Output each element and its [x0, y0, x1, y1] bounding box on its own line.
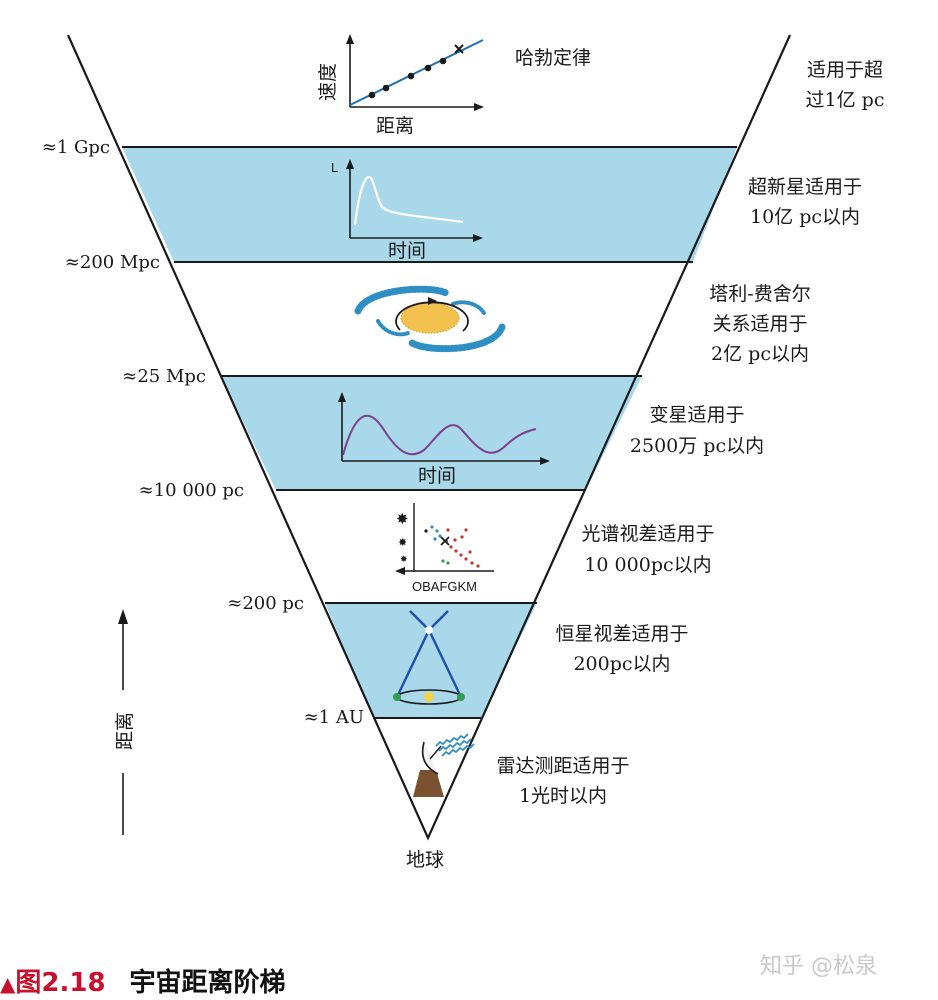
- stellar-parallax-diagram: [393, 610, 465, 705]
- variable-star-curve-plot: 时间: [338, 392, 550, 487]
- star-icon-small: ✸: [400, 555, 408, 565]
- band-supernova: [122, 147, 737, 262]
- supernova-ylabel: L: [331, 160, 338, 175]
- boundary-label-200mpc: ≈200 Mpc: [65, 252, 160, 273]
- earth-label: 地球: [406, 849, 444, 871]
- radar-dish-icon: [413, 733, 475, 797]
- method-variable-line-1: 变星适用于: [649, 404, 744, 426]
- earth-position-left: [393, 693, 401, 701]
- boundary-label-10000pc: ≈10 000 pc: [139, 480, 244, 501]
- method-label-variable-stars: 变星适用于 2500万 pc以内: [630, 404, 764, 457]
- star-icon-large: ✸: [396, 510, 409, 528]
- supernova-light-curve: L 时间: [331, 159, 483, 262]
- boundary-label-1gpc: ≈1 Gpc: [42, 137, 110, 158]
- hubble-xlabel: 距离: [376, 115, 414, 137]
- main-sequence-dots: [424, 525, 480, 568]
- method-radar-line-2: 1光时以内: [519, 785, 607, 807]
- method-hubble-line-2: 过1亿 pc: [806, 89, 885, 111]
- figure-caption: ▲图2.18 宇宙距离阶梯: [0, 962, 286, 999]
- hubble-point: [407, 72, 415, 80]
- method-supernova-line-1: 超新星适用于: [748, 176, 862, 198]
- ladder-funnel-outline: [66, 34, 792, 841]
- method-radar-line-1: 雷达测距适用于: [496, 755, 629, 777]
- method-stellar-line-2: 200pc以内: [573, 653, 670, 675]
- caption-title: 宇宙距离阶梯: [129, 968, 286, 998]
- radar-base: [413, 770, 444, 797]
- method-tully-fisher-line-1: 塔利-费舍尔: [709, 283, 810, 305]
- hubble-cross-marker: [454, 44, 464, 54]
- hr-cross-marker: [440, 536, 450, 546]
- supernova-curve: [353, 175, 464, 226]
- hubble-law-plot: 速度 距离 哈勃定律: [317, 34, 591, 137]
- method-supernova-line-2: 10亿 pc以内: [750, 206, 860, 228]
- method-variable-line-2: 2500万 pc以内: [630, 435, 764, 457]
- boundary-label-25mpc: ≈25 Mpc: [122, 366, 206, 387]
- distance-axis: 距离: [114, 609, 136, 835]
- spectral-class-label: OBAFGKM: [412, 579, 477, 594]
- watermark: 知乎 @松泉: [760, 954, 877, 979]
- hubble-point: [439, 57, 447, 65]
- star-icon-medium: ✸: [398, 536, 407, 549]
- hr-diagram-plot: ✸ ✸ ✸ OBAFGKM: [395, 503, 494, 594]
- boundary-label-1au: ≈1 AU: [304, 707, 364, 728]
- method-stellar-line-1: 恒星视差适用于: [555, 623, 688, 645]
- band-stellar-parallax: [325, 603, 537, 718]
- variable-star-curve: [342, 414, 537, 456]
- galaxy-core: [400, 302, 460, 334]
- earth-position-right: [457, 693, 465, 701]
- hubble-point: [424, 64, 432, 72]
- hubble-law-label: 哈勃定律: [515, 47, 591, 69]
- boundary-lines: [122, 146, 737, 719]
- method-label-spectral-parallax: 光谱视差适用于 10 000pc以内: [581, 523, 714, 576]
- method-label-radar: 雷达测距适用于 1光时以内: [496, 755, 629, 807]
- method-label-stellar-parallax: 恒星视差适用于 200pc以内: [555, 623, 688, 675]
- hubble-point: [382, 84, 390, 92]
- method-tully-fisher-line-3: 2亿 pc以内: [711, 343, 809, 365]
- nearby-star: [425, 626, 433, 634]
- hubble-point: [368, 91, 376, 99]
- sun: [424, 692, 434, 702]
- method-tully-fisher-line-2: 关系适用于: [712, 313, 807, 335]
- distance-axis-label: 距离: [114, 712, 136, 750]
- method-label-tully-fisher: 塔利-费舍尔 关系适用于 2亿 pc以内: [709, 283, 810, 365]
- variable-xlabel: 时间: [418, 465, 456, 487]
- method-spectral-line-2: 10 000pc以内: [584, 554, 711, 576]
- spiral-galaxy-icon: [354, 285, 506, 353]
- supernova-xlabel: 时间: [388, 240, 426, 262]
- caption-triangle-icon: ▲: [0, 972, 16, 996]
- method-hubble-line-1: 适用于超: [807, 59, 883, 81]
- distance-arrow-head: [118, 609, 128, 624]
- hubble-ylabel: 速度: [317, 63, 339, 101]
- method-spectral-line-1: 光谱视差适用于: [581, 523, 714, 545]
- caption-number: 图2.18: [15, 968, 106, 998]
- boundary-label-200pc: ≈200 pc: [227, 593, 304, 614]
- method-label-supernova: 超新星适用于 10亿 pc以内: [748, 176, 862, 228]
- method-label-hubble: 适用于超 过1亿 pc: [806, 59, 885, 111]
